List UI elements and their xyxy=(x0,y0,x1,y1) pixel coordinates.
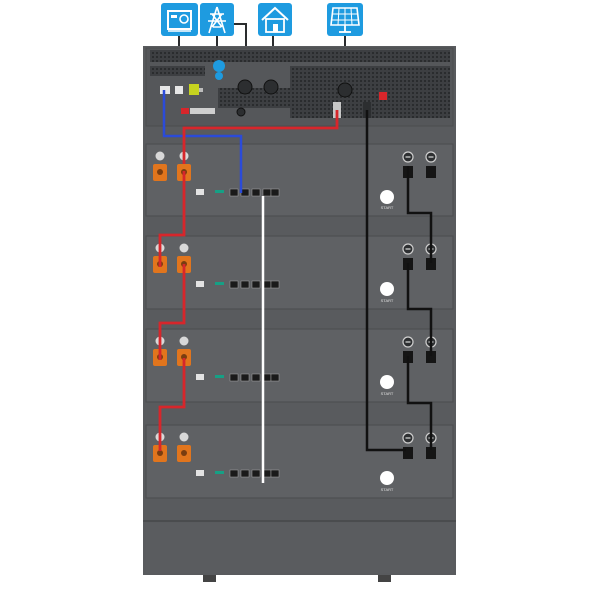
solar-panel-icon xyxy=(327,3,363,36)
battery-module-1 xyxy=(145,143,454,217)
start-label-4: START xyxy=(381,487,394,492)
rj45-port-3-2 xyxy=(240,373,250,382)
dip-switch-4 xyxy=(196,470,204,476)
rj45-port-2-2 xyxy=(240,280,250,289)
load-port xyxy=(263,79,279,95)
negative-cables xyxy=(365,110,433,452)
status-led-3 xyxy=(215,375,224,378)
rj45-port-4-5 xyxy=(270,469,280,478)
rj45-port-1-3 xyxy=(251,188,261,197)
power-plug-1-2 xyxy=(426,166,436,178)
red-button xyxy=(379,92,387,100)
power-plug-2-2 xyxy=(426,258,436,270)
status-led-4 xyxy=(215,471,224,474)
module-hardware xyxy=(153,151,437,485)
rj45-port-1-1 xyxy=(229,188,239,197)
status-led-1 xyxy=(215,190,224,193)
rj45-port-1-5 xyxy=(270,188,280,197)
start-label-2: START xyxy=(381,298,394,303)
wifi-module-icon xyxy=(213,60,225,72)
rj45-port-1-4 xyxy=(262,188,272,197)
power-plug-3-2 xyxy=(426,351,436,363)
power-plug-4-1 xyxy=(403,447,413,459)
rj45-port-2-3 xyxy=(251,280,261,289)
pv-port xyxy=(337,82,353,98)
inverter-ports xyxy=(160,60,387,118)
battery-module-2 xyxy=(145,235,454,310)
rj45-port-2-5 xyxy=(270,280,280,289)
power-plug-4-2 xyxy=(426,447,436,459)
foot-right xyxy=(378,575,391,582)
status-led-2 xyxy=(215,282,224,285)
battery-modules xyxy=(143,143,456,582)
battery-module-4 xyxy=(145,424,454,499)
terminal-neg-symbol-2 xyxy=(179,243,189,253)
start-button-4 xyxy=(380,471,394,485)
start-button-2 xyxy=(380,282,394,296)
rj45-port-2-1 xyxy=(229,280,239,289)
grid-port xyxy=(237,79,253,95)
rj45-port-4-1 xyxy=(229,469,239,478)
rj45-port-4-3 xyxy=(251,469,261,478)
inverter-vents-left xyxy=(150,66,205,76)
start-label-3: START xyxy=(381,391,394,396)
generator-port xyxy=(189,84,199,95)
rj45-port-3-1 xyxy=(229,373,239,382)
dip-switch-2 xyxy=(196,281,204,287)
start-label-1: START xyxy=(381,205,394,210)
red-breaker xyxy=(181,108,189,114)
generator-icon xyxy=(161,3,198,36)
terminal-neg-symbol-4 xyxy=(179,432,189,442)
start-labels: START START START START xyxy=(381,205,394,492)
rj45-port-3-3 xyxy=(251,373,261,382)
dip-switch-3 xyxy=(196,374,204,380)
battery-module-3 xyxy=(145,328,454,403)
inverter-vents-top xyxy=(150,50,450,62)
rj45-port-4-2 xyxy=(240,469,250,478)
communication-cable xyxy=(162,90,243,193)
cabinet-base xyxy=(146,523,453,573)
terminal-pos-symbol-1 xyxy=(155,151,165,161)
start-button-1 xyxy=(380,190,394,204)
grid-tower-icon xyxy=(200,3,234,36)
positive-cables xyxy=(158,110,339,451)
terminal-neg-symbol-3 xyxy=(179,336,189,346)
start-button-3 xyxy=(380,375,394,389)
rj45-port-3-5 xyxy=(270,373,280,382)
dip-switch-1 xyxy=(196,189,204,195)
home-icon xyxy=(258,3,292,36)
foot-left xyxy=(203,575,216,582)
